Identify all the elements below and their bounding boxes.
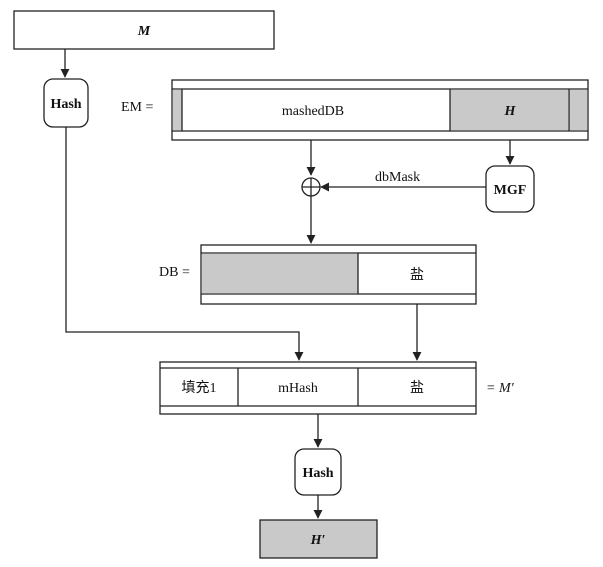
em-block: mashedDB H xyxy=(171,79,589,141)
mgf-function: MGF xyxy=(485,165,535,213)
m-prime-padding-label: 填充1 xyxy=(182,380,217,396)
hash-bottom-label: Hash xyxy=(302,466,333,481)
em-bc-segment xyxy=(569,90,587,130)
hash-top-label: Hash xyxy=(50,97,81,112)
hash-function-top: Hash xyxy=(43,78,89,128)
em-label: EM = xyxy=(121,100,154,115)
m-prime-salt-label: 盐 xyxy=(410,380,424,396)
db-padding-segment xyxy=(202,254,358,293)
arrow-mhash-path xyxy=(65,127,304,361)
message-block: M xyxy=(13,10,275,50)
db-mask-label: dbMask xyxy=(375,170,420,185)
em-masked-db-label: mashedDB xyxy=(282,104,344,119)
db-block: 盐 xyxy=(200,244,477,305)
db-label: DB = xyxy=(159,265,190,280)
xor-icon xyxy=(301,177,321,197)
hash-function-bottom: Hash xyxy=(294,448,342,496)
db-salt-label: 盐 xyxy=(410,267,424,283)
m-prime-suffix: = M′ xyxy=(486,381,515,396)
em-h-segment xyxy=(450,90,568,130)
h-prime-block: H′ xyxy=(259,519,378,559)
m-prime-block: 填充1 mHash 盐 xyxy=(159,361,477,415)
m-prime-mhash-label: mHash xyxy=(278,381,318,396)
em-h-label: H xyxy=(504,104,517,119)
em-leading-shade xyxy=(173,90,182,130)
mgf-label: MGF xyxy=(494,183,527,198)
message-label: M xyxy=(137,24,151,39)
h-prime-label: H′ xyxy=(310,533,326,548)
